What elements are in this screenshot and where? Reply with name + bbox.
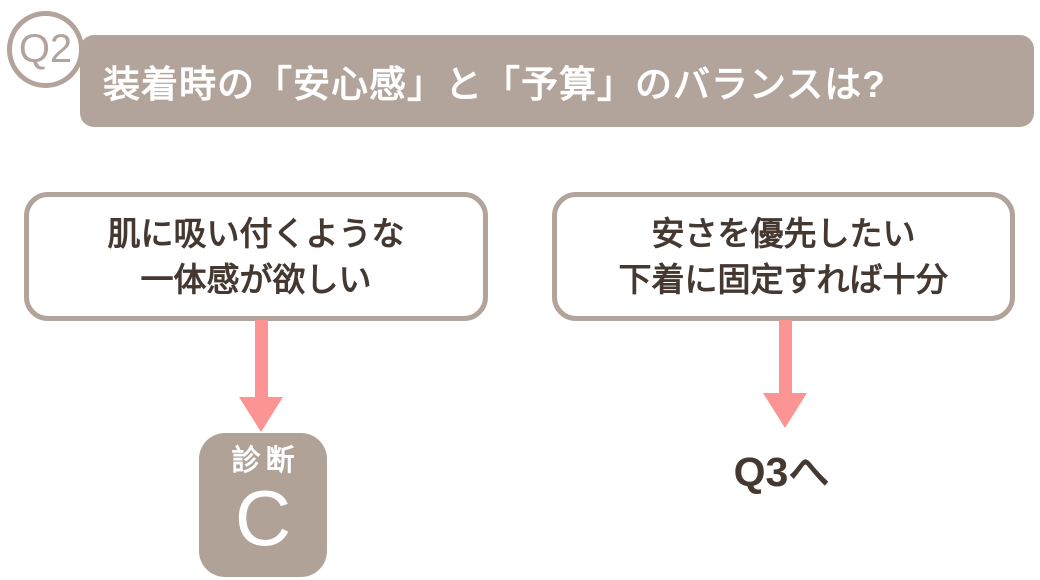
arrow-stem xyxy=(254,320,268,397)
next-question-label: Q3へ xyxy=(733,449,830,495)
option-right-line1: 安さを優先したい xyxy=(651,214,916,252)
question-bar: 装着時の「安心感」と「予算」のバランスは? xyxy=(80,35,1034,127)
option-box-left: 肌に吸い付くような 一体感が欲しい xyxy=(24,192,488,321)
option-left-line2: 一体感が欲しい xyxy=(140,260,372,298)
option-box-right: 安さを優先したい 下着に固定すれば十分 xyxy=(552,192,1015,321)
question-title: 装着時の「安心感」と「予算」のバランスは? xyxy=(103,64,886,105)
down-arrow-icon xyxy=(239,320,283,432)
option-right-line2: 下着に固定すれば十分 xyxy=(618,260,949,298)
arrow-head xyxy=(239,397,283,432)
option-left-line1: 肌に吸い付くような xyxy=(107,214,405,252)
question-number-badge: Q2 xyxy=(7,11,84,88)
diagnosis-label: 診断 xyxy=(231,445,300,477)
question-number: Q2 xyxy=(18,27,73,71)
arrow-head xyxy=(763,393,807,428)
arrow-stem xyxy=(778,320,792,393)
diagnosis-grade: C xyxy=(234,473,292,562)
down-arrow-icon xyxy=(763,320,807,428)
diagnosis-result-box: 診断 C xyxy=(199,433,327,577)
